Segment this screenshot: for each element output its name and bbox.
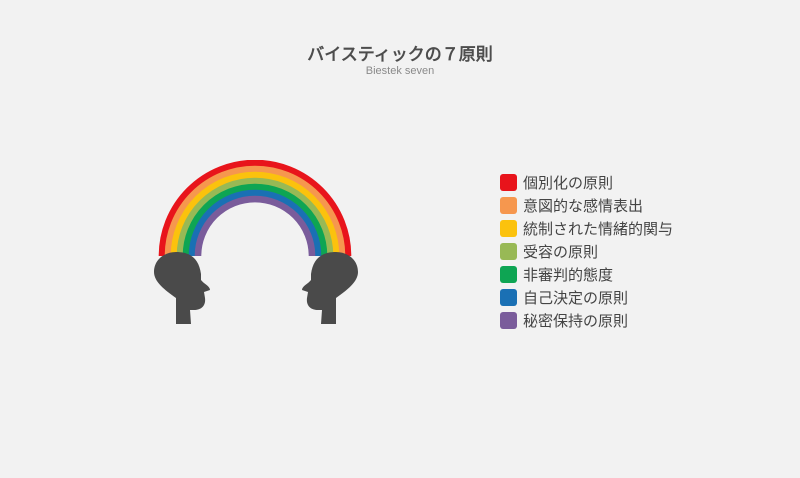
legend-label: 統制された情緒的関与 (523, 220, 674, 238)
legend-label: 秘密保持の原則 (523, 312, 629, 330)
rainbow-band (182, 183, 328, 257)
legend-item-controlled-involvement: 統制された情緒的関与 (500, 217, 673, 240)
legend-item-acceptance: 受容の原則 (500, 240, 673, 263)
legend-label: 受容の原則 (523, 243, 599, 261)
legend-label: 意図的な感情表出 (523, 197, 644, 215)
legend-swatch (500, 289, 517, 306)
legend-swatch (500, 174, 517, 191)
legend-item-nonjudgmental: 非審判的態度 (500, 263, 673, 286)
rainbow-band (158, 159, 352, 257)
legend-item-purposeful-expression: 意図的な感情表出 (500, 194, 673, 217)
legend-swatch (500, 220, 517, 237)
legend-swatch (500, 312, 517, 329)
legend-label: 個別化の原則 (523, 174, 614, 192)
rainbow-band (194, 195, 316, 257)
rainbow-band (164, 165, 346, 257)
legend-swatch (500, 266, 517, 283)
legend-label: 非審判的態度 (523, 266, 614, 284)
head-facing-right-icon (154, 252, 210, 324)
rainbow-band (188, 189, 322, 257)
legend-swatch (500, 243, 517, 260)
legend-item-confidentiality: 秘密保持の原則 (500, 309, 673, 332)
rainbow-graphic (154, 159, 358, 324)
legend-item-self-determination: 自己決定の原則 (500, 286, 673, 309)
head-facing-left-icon (302, 252, 358, 324)
legend-label: 自己決定の原則 (523, 289, 629, 307)
rainbow-band (170, 171, 340, 257)
rainbow-band (176, 177, 334, 257)
legend: 個別化の原則 意図的な感情表出 統制された情緒的関与 受容の原則 非審判的態度 … (500, 171, 673, 332)
legend-swatch (500, 197, 517, 214)
rainbow-diagram (140, 159, 370, 330)
page-title: バイスティックの７原則 (307, 45, 493, 65)
legend-item-individualization: 個別化の原則 (500, 171, 673, 194)
rainbow-arcs (158, 159, 352, 257)
page-subtitle: Biestek seven (365, 65, 435, 77)
